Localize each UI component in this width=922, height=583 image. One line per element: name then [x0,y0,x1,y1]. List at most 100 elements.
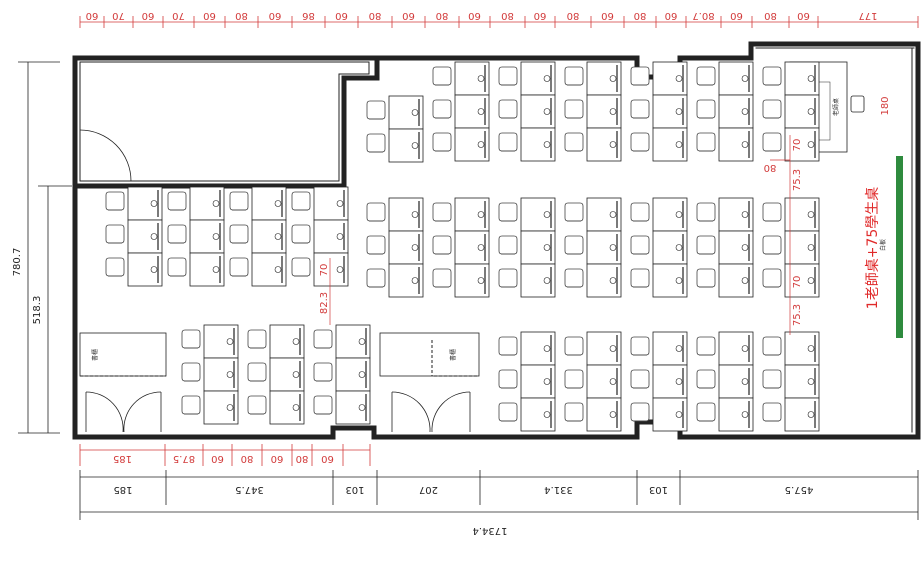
bottom-red-label: 80 [296,453,309,464]
top-dimension-label: 60 [203,10,216,21]
chair [696,132,716,152]
monitor-mark [226,404,234,411]
desk [203,324,239,359]
desk [454,94,490,129]
storage-right: 書櫃 [379,332,480,433]
monitor-mark [609,211,617,218]
top-dimension-label: 80 [501,10,514,21]
desk [652,94,688,129]
chair [498,402,518,422]
desk [586,127,622,162]
bottom-red-label: 87.5 [173,453,195,464]
desk [784,61,820,96]
chair [498,235,518,255]
chair [762,369,782,389]
top-dimension-label: 60 [86,10,99,21]
left-inner-dimension: 518.3 [32,296,43,325]
desk [189,219,225,254]
chair [291,257,311,277]
chair [167,257,187,277]
monitor-mark [292,338,300,345]
chair [432,99,452,119]
top-dimension-label: 60 [665,10,678,21]
monitor-mark [212,200,220,207]
monitor-mark [609,378,617,385]
desk [718,331,754,366]
chair [432,132,452,152]
chair [229,224,249,244]
monitor-mark [675,244,683,251]
monitor-mark [411,277,419,284]
chair [498,99,518,119]
top-dimension-label: 80 [567,10,580,21]
chair [498,336,518,356]
monitor-mark [543,345,551,352]
desk [388,197,424,232]
top-dimension-label: 80.7 [692,10,714,21]
chair [696,99,716,119]
desk [269,357,305,392]
chair [696,268,716,288]
bottom-red-label: 185 [113,453,132,464]
desk [251,252,287,287]
monitor-mark [150,266,158,273]
monitor-mark [609,75,617,82]
top-dimension-label: 60 [797,10,810,21]
desk [189,252,225,287]
monitor-mark [477,277,485,284]
bottom-red-label: 60 [271,453,284,464]
top-dimension-label: 80 [634,10,647,21]
top-dimension-label: 60 [468,10,481,21]
monitor-mark [609,141,617,148]
desk [586,331,622,366]
monitor-mark [411,109,419,116]
chair [313,329,333,349]
desk [718,364,754,399]
chair [696,235,716,255]
chair [630,66,650,86]
desk [520,263,556,298]
monitor-mark [543,378,551,385]
top-dimension-label: 70 [172,10,185,21]
chair [229,191,249,211]
chair [498,268,518,288]
desk [127,219,163,254]
chair [762,132,782,152]
monitor-mark [543,411,551,418]
bottom-black-label: 457.5 [785,484,814,495]
monitor-mark [609,108,617,115]
monitor-mark [358,371,366,378]
chair [181,395,201,415]
chair [432,66,452,86]
monitor-mark [741,108,749,115]
bottom-black-label: 103 [649,484,668,495]
chair [167,224,187,244]
dim-75-3-lower: 75.3 [792,304,803,326]
monitor-mark [150,233,158,240]
monitor-mark [741,378,749,385]
student-desks [105,61,820,432]
left-dimensions: 780.7 518.3 [12,61,72,434]
desk [718,263,754,298]
bottom-black-label: 103 [345,484,364,495]
monitor-mark [477,75,485,82]
desk [586,94,622,129]
desk [454,263,490,298]
chair [564,402,584,422]
monitor-mark [675,378,683,385]
total-width: 1734.4 [473,525,508,536]
teacher-desk-label: 老師桌 [832,98,840,116]
chair [762,268,782,288]
desk [335,357,371,392]
desk [718,94,754,129]
top-dimension-label: 80 [764,10,777,21]
top-dimension-label: 80 [235,10,248,21]
desk [127,252,163,287]
chair [630,336,650,356]
desk [718,230,754,265]
chair [564,235,584,255]
desk [388,128,424,163]
monitor-mark [292,404,300,411]
monitor-mark [543,211,551,218]
